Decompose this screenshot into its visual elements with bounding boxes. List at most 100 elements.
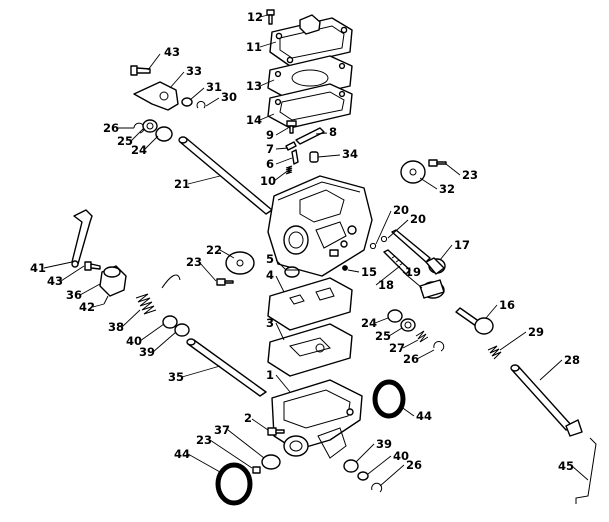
leader-c5 xyxy=(275,259,287,271)
callout-label-c34: 34 xyxy=(342,147,358,161)
callout-label-c23b: 23 xyxy=(186,255,202,269)
leader-c20a xyxy=(375,210,392,245)
bushing-24-right xyxy=(387,309,403,323)
bushing-39-bottom xyxy=(343,459,359,473)
gasket-4 xyxy=(267,277,353,331)
clip-26-right xyxy=(433,341,445,352)
leader-c25a xyxy=(129,127,145,143)
choke-shaft-28 xyxy=(510,364,583,437)
callout-label-c26a: 26 xyxy=(103,121,119,135)
callout-label-c41: 41 xyxy=(30,261,46,275)
callout-label-c11: 11 xyxy=(246,40,262,54)
leader-c23a xyxy=(445,163,461,176)
callout-label-c9: 9 xyxy=(266,128,274,142)
callout-label-c40a: 40 xyxy=(126,334,142,348)
leader-c31 xyxy=(189,87,205,101)
bushing-24-top xyxy=(155,126,173,142)
leader-c7 xyxy=(275,147,289,150)
washer-40-bottom xyxy=(357,471,369,481)
callout-label-c36: 36 xyxy=(66,288,82,302)
leader-lines xyxy=(43,14,589,487)
callout-label-c44a: 44 xyxy=(416,409,432,423)
callout-label-c7: 7 xyxy=(266,142,274,156)
leader-c6 xyxy=(275,157,293,165)
leader-c14 xyxy=(259,113,275,121)
callout-label-c24b: 24 xyxy=(361,316,377,330)
callout-label-c3: 3 xyxy=(266,316,274,330)
leader-c37 xyxy=(227,429,265,459)
washer-31 xyxy=(181,97,193,107)
callout-label-c20b: 20 xyxy=(410,212,426,226)
callout-label-c6: 6 xyxy=(266,157,274,171)
leader-c26c xyxy=(379,464,405,487)
screw-43-top xyxy=(130,65,151,76)
bushing-39-left xyxy=(174,323,190,337)
callout-label-c35: 35 xyxy=(168,370,184,384)
pump-cover-assembly-11 xyxy=(269,14,353,67)
callout-label-c38: 38 xyxy=(108,320,124,334)
leader-c16 xyxy=(485,304,498,319)
callout-label-c45: 45 xyxy=(558,459,574,473)
callout-label-c12: 12 xyxy=(247,10,263,24)
limiter-cap-19 xyxy=(419,279,445,299)
lever-33 xyxy=(133,81,179,111)
leader-c28 xyxy=(539,359,563,381)
callout-label-c25b: 25 xyxy=(375,329,391,343)
clip-26-bottom xyxy=(371,482,383,493)
pin-7 xyxy=(285,141,297,151)
body-1 xyxy=(271,379,363,459)
leader-c17 xyxy=(439,244,453,261)
leader-c26b xyxy=(416,349,435,360)
callout-label-c5: 5 xyxy=(266,252,274,266)
washer-40-left xyxy=(162,315,178,329)
callout-label-c19: 19 xyxy=(405,265,421,279)
leader-c24b xyxy=(374,317,389,324)
spring-27 xyxy=(415,330,429,343)
screw-23-bottom xyxy=(252,466,261,474)
callout-label-c39b: 39 xyxy=(376,437,392,451)
callout-label-c17: 17 xyxy=(454,238,470,252)
o-ring-20a xyxy=(369,242,377,250)
leader-c45 xyxy=(571,465,589,481)
adjusting-screw-16 xyxy=(455,307,494,335)
callout-label-c37: 37 xyxy=(214,423,230,437)
carburetor-body xyxy=(267,175,373,277)
leader-c20b xyxy=(387,219,409,239)
callout-label-c20a: 20 xyxy=(393,203,409,217)
screw-23-right xyxy=(428,159,447,167)
callout-label-c22: 22 xyxy=(206,243,222,257)
leader-c11 xyxy=(259,41,277,48)
screw-2 xyxy=(267,427,285,436)
leader-c27 xyxy=(402,339,419,349)
leader-c34 xyxy=(317,154,341,158)
gasket-14 xyxy=(267,83,353,129)
callout-label-c2: 2 xyxy=(244,411,252,425)
clip-26-top xyxy=(133,122,145,134)
leader-c39a xyxy=(152,331,177,353)
callout-label-c21: 21 xyxy=(174,177,190,191)
leader-c36 xyxy=(79,283,101,296)
leader-c25b xyxy=(388,327,403,337)
leader-c21 xyxy=(187,175,221,185)
leader-c40a xyxy=(139,323,165,342)
leader-c4 xyxy=(275,275,285,293)
callout-label-c42: 42 xyxy=(79,300,95,314)
leader-c30 xyxy=(205,97,220,107)
callout-label-c14: 14 xyxy=(246,113,262,127)
disc-37 xyxy=(261,454,281,470)
plug-34 xyxy=(309,151,319,163)
adjusting-screw-17 xyxy=(391,229,446,275)
lever-8 xyxy=(295,127,325,145)
ball-15 xyxy=(342,265,348,271)
callout-label-c29: 29 xyxy=(528,325,544,339)
seal-ring-44-bottom xyxy=(215,462,253,506)
leader-c23c xyxy=(209,439,253,469)
needle-6 xyxy=(291,149,299,165)
choke-disc-32 xyxy=(400,160,426,184)
throttle-shaft-35 xyxy=(186,338,267,397)
screw-43-left xyxy=(84,261,101,271)
leader-c29 xyxy=(499,331,527,351)
leader-c2 xyxy=(251,418,269,431)
callout-label-c4: 4 xyxy=(266,268,274,282)
